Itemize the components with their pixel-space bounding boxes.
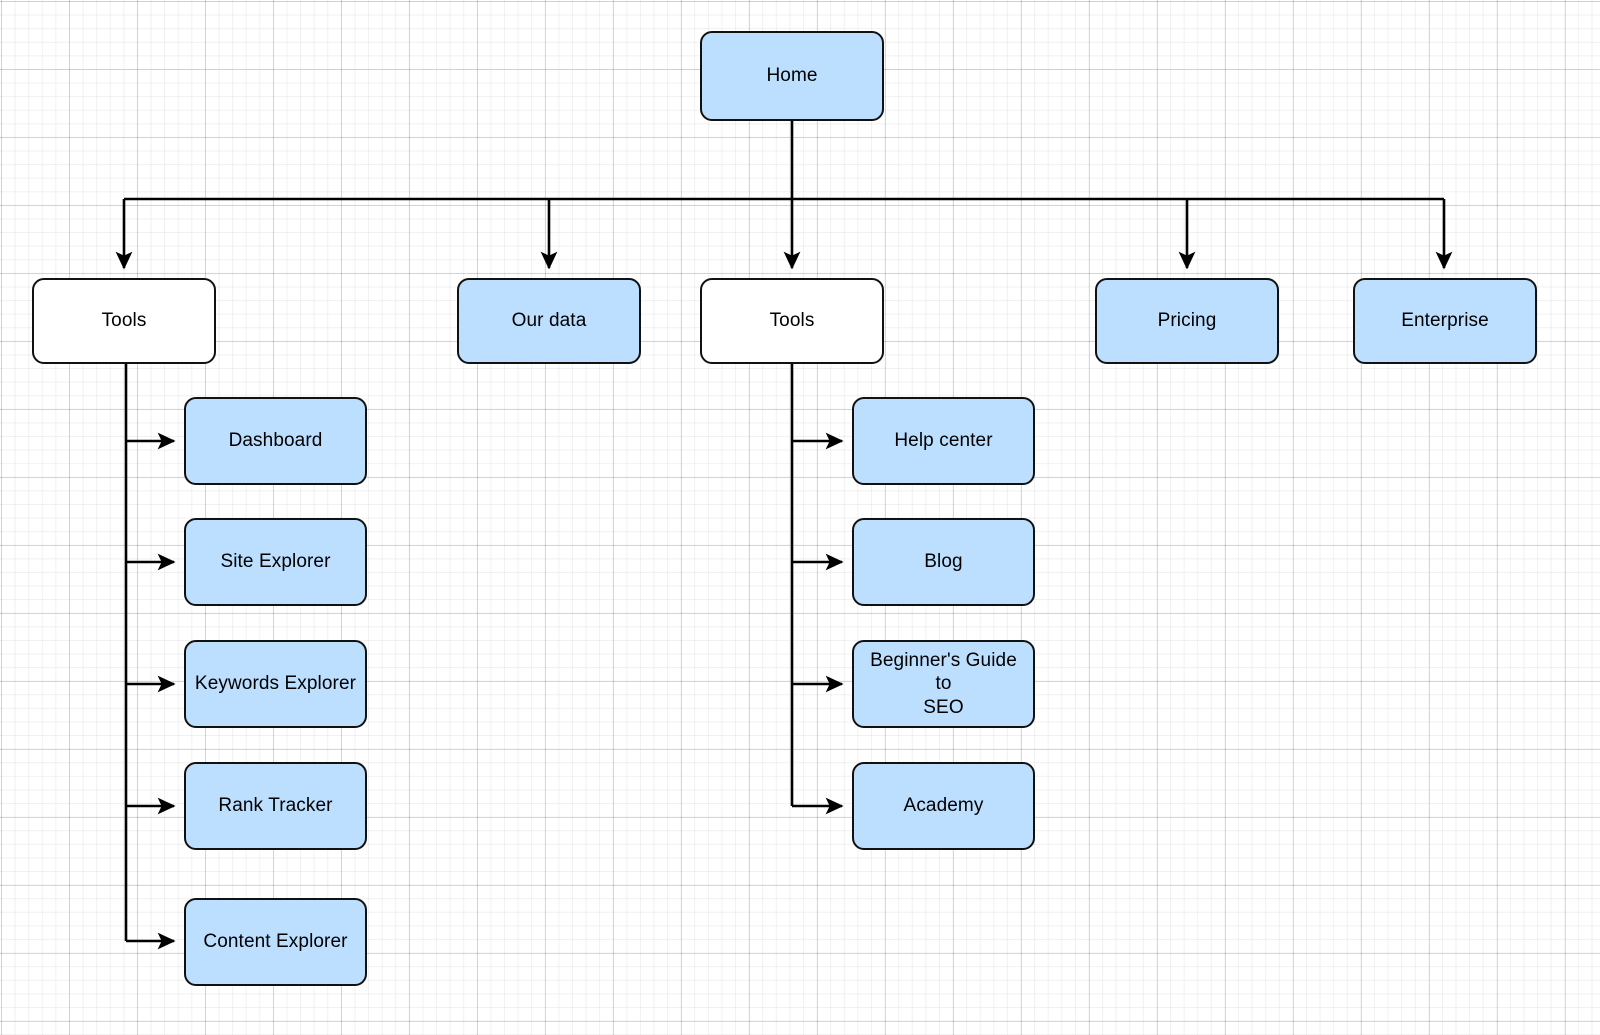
- node-beginners-guide-to-seo[interactable]: Beginner's Guide to SEO: [852, 640, 1035, 728]
- node-label: Site Explorer: [220, 551, 331, 573]
- node-label: Rank Tracker: [218, 795, 333, 817]
- node-label: Academy: [903, 795, 984, 817]
- node-home[interactable]: Home: [700, 31, 884, 121]
- node-label: Tools: [101, 310, 147, 332]
- node-dashboard[interactable]: Dashboard: [184, 397, 367, 485]
- node-academy[interactable]: Academy: [852, 762, 1035, 850]
- node-rank-tracker[interactable]: Rank Tracker: [184, 762, 367, 850]
- node-label: Enterprise: [1401, 310, 1489, 332]
- node-site-explorer[interactable]: Site Explorer: [184, 518, 367, 606]
- node-label: Pricing: [1157, 310, 1217, 332]
- node-label: Tools: [769, 310, 815, 332]
- node-blog[interactable]: Blog: [852, 518, 1035, 606]
- node-enterprise[interactable]: Enterprise: [1353, 278, 1537, 364]
- node-tools-left[interactable]: Tools: [32, 278, 216, 364]
- node-label: Keywords Explorer: [194, 673, 357, 695]
- node-our-data[interactable]: Our data: [457, 278, 641, 364]
- node-label: Blog: [924, 551, 963, 573]
- node-pricing[interactable]: Pricing: [1095, 278, 1279, 364]
- node-label: Our data: [511, 310, 587, 332]
- node-label: Beginner's Guide to SEO: [870, 650, 1017, 718]
- node-label: Help center: [894, 430, 993, 452]
- node-label: Content Explorer: [203, 931, 348, 953]
- node-label: Dashboard: [228, 430, 323, 452]
- node-content-explorer[interactable]: Content Explorer: [184, 898, 367, 986]
- node-tools-center[interactable]: Tools: [700, 278, 884, 364]
- node-help-center[interactable]: Help center: [852, 397, 1035, 485]
- node-keywords-explorer[interactable]: Keywords Explorer: [184, 640, 367, 728]
- node-label: Home: [766, 65, 818, 87]
